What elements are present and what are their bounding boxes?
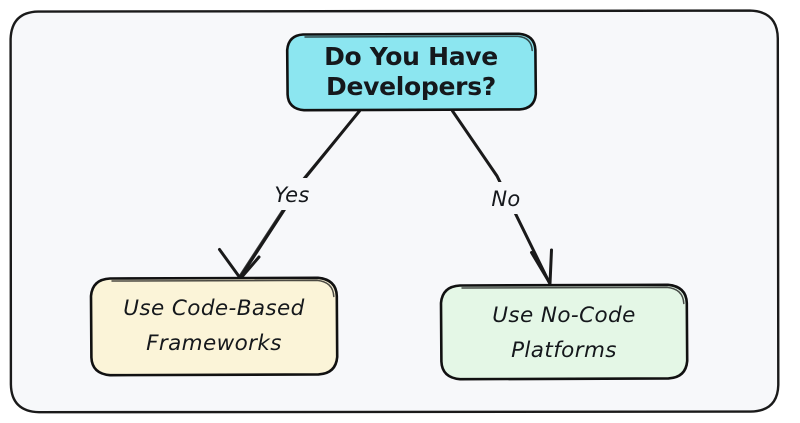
edge-no bbox=[451, 109, 553, 285]
node-left-outcome[interactable]: Use Code-Based Frameworks bbox=[89, 276, 339, 377]
node-left-line1: Use Code-Based bbox=[123, 296, 304, 321]
edge-label-yes-group: Yes bbox=[256, 178, 316, 210]
node-left-line2: Frameworks bbox=[146, 331, 282, 356]
node-root-line1: Do You Have bbox=[324, 42, 498, 71]
edge-label-no-group: No bbox=[481, 182, 529, 214]
node-right-outcome[interactable]: Use No-Code Platforms bbox=[439, 283, 689, 381]
node-right-line1: Use No-Code bbox=[492, 303, 635, 328]
node-right-line2: Platforms bbox=[511, 338, 617, 363]
edge-label-yes: Yes bbox=[274, 183, 309, 207]
node-root-line2: Developers? bbox=[326, 72, 496, 101]
edge-label-no: No bbox=[491, 187, 520, 211]
node-root[interactable]: Do You Have Developers? bbox=[285, 32, 538, 112]
